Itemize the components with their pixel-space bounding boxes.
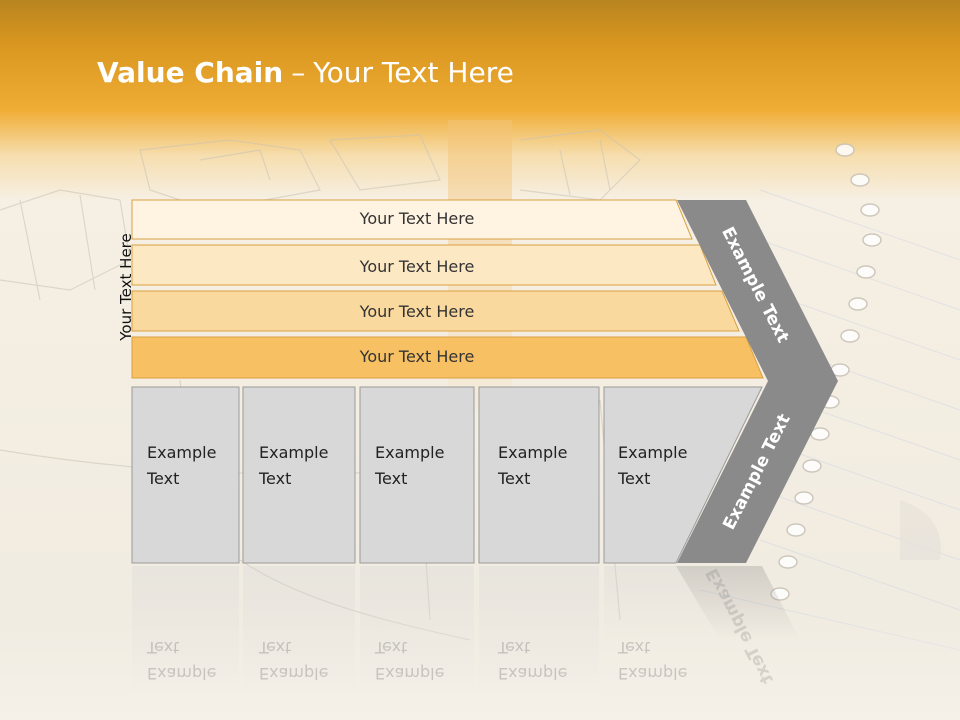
primary-activity-5-label: Example Text [618,440,687,492]
support-bar-4[interactable] [131,336,764,379]
reflection-line2: Text [618,638,651,657]
primary-activity-1-label: Example Text [147,440,216,492]
primary-activity-4-label: Example Text [498,440,567,492]
support-bar-1[interactable] [131,199,693,240]
reflection-line1: Example [259,664,329,683]
primary-activity-box-2[interactable] [242,386,356,564]
primary-activity-2-reflection: Example Text [259,634,328,686]
support-bar-1-label: Your Text Here [359,209,475,228]
support-bar-4-label: Your Text Here [359,347,475,366]
primary-activity-box-5[interactable] [603,386,763,564]
reflection-line2: Text [259,638,292,657]
support-bar-3[interactable] [131,290,740,332]
reflection-line2: Text [375,638,408,657]
primary-activity-2-label: Example Text [259,440,328,492]
primary-activity-2-line1: Example [259,443,329,462]
reflection-line2: Text [498,638,531,657]
reflection-line1: Example [147,664,217,683]
primary-activity-box-3[interactable] [359,386,475,564]
primary-activity-3-label: Example Text [375,440,444,492]
activity-reflections [132,566,800,696]
support-bar-2[interactable] [131,244,717,286]
primary-activity-2-line2: Text [259,469,292,488]
primary-activity-5-line2: Text [618,469,651,488]
margin-chevron-arrow[interactable] [677,200,838,563]
primary-activity-5-reflection: Example Text [618,634,687,686]
title-bold: Value Chain [97,56,284,89]
primary-activity-4-reflection: Example Text [498,634,567,686]
primary-activity-4-line1: Example [498,443,568,462]
title-separator: – [291,56,306,89]
reflection-line1: Example [375,664,445,683]
primary-activity-3-reflection: Example Text [375,634,444,686]
primary-activity-5-line1: Example [618,443,688,462]
slide-title: Value Chain–Your Text Here [97,56,514,96]
primary-activity-1-reflection: Example Text [147,634,216,686]
title-rest: Your Text Here [313,56,514,89]
reflection-line2: Text [147,638,180,657]
primary-activity-4-line2: Text [498,469,531,488]
primary-activity-box-1[interactable] [131,386,240,564]
reflection-line1: Example [618,664,688,683]
primary-activity-1-line1: Example [147,443,217,462]
primary-activity-box-4[interactable] [478,386,600,564]
reflection-line1: Example [498,664,568,683]
primary-activity-3-line1: Example [375,443,445,462]
support-bar-2-label: Your Text Here [359,257,475,276]
primary-activity-3-line2: Text [375,469,408,488]
primary-activity-1-line2: Text [147,469,180,488]
support-bar-3-label: Your Text Here [359,302,475,321]
